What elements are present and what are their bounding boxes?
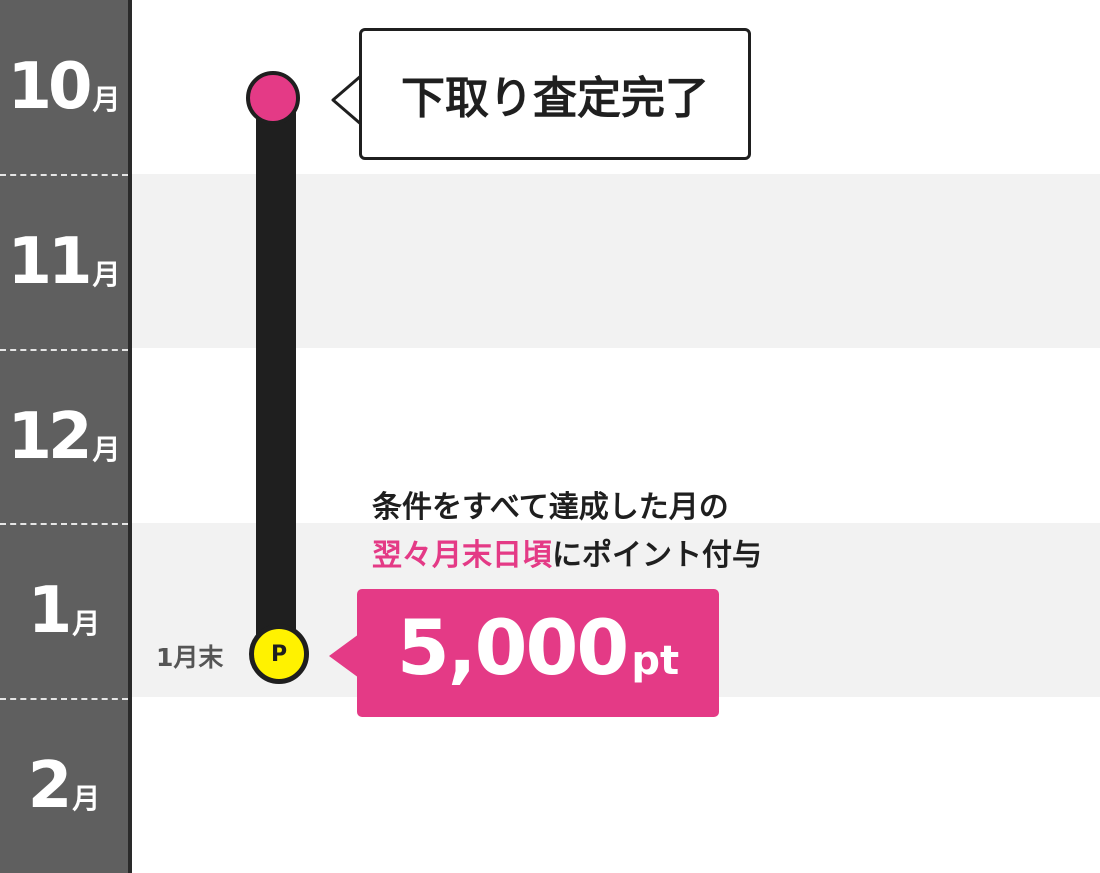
month-unit: 月 xyxy=(72,607,101,640)
point-coin-icon: P xyxy=(249,624,309,684)
timeline-track xyxy=(256,100,296,654)
month-number: 10 xyxy=(7,50,92,124)
month-divider xyxy=(0,523,128,525)
month-number: 1 xyxy=(27,574,72,648)
points-value: 5,000 xyxy=(396,603,629,692)
points-tail-icon xyxy=(329,634,359,678)
month-number: 12 xyxy=(7,400,92,474)
month-number: 2 xyxy=(27,749,72,823)
end-date-label: 1月末 xyxy=(156,643,224,672)
month-divider xyxy=(0,698,128,700)
sidebar-edge xyxy=(128,0,132,873)
month-sidebar xyxy=(0,0,128,873)
month-unit: 月 xyxy=(92,433,121,466)
month-divider xyxy=(0,349,128,351)
condition-line-1: 条件をすべて達成した月の xyxy=(372,490,729,525)
condition-highlight: 翌々月末日頃 xyxy=(372,538,552,573)
points-unit: pt xyxy=(631,638,680,684)
start-dot-icon xyxy=(246,71,300,125)
start-event-bubble: 下取り査定完了 xyxy=(359,28,751,160)
condition-line-2: 翌々月末日頃にポイント付与 xyxy=(372,532,762,580)
month-unit: 月 xyxy=(92,258,121,291)
condition-rest: にポイント付与 xyxy=(552,538,762,573)
month-number: 11 xyxy=(7,225,92,299)
month-divider xyxy=(0,174,128,176)
month-unit: 月 xyxy=(72,782,101,815)
month-unit: 月 xyxy=(92,83,121,116)
point-marker-letter: P xyxy=(270,641,288,667)
condition-text: 条件をすべて達成した月の 翌々月末日頃にポイント付与 xyxy=(372,484,762,580)
